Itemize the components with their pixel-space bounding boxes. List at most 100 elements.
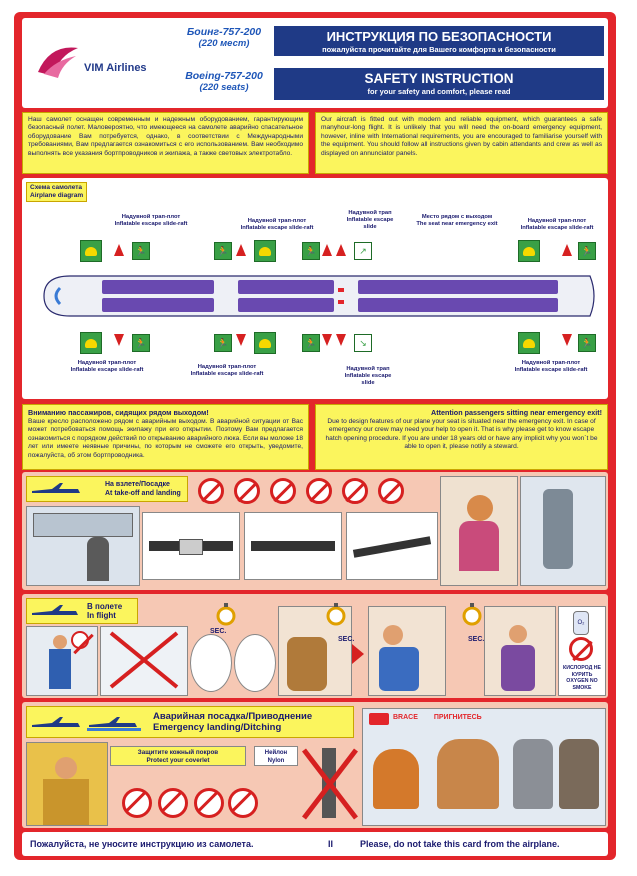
exit-ru-box: Вниманию пассажиров, сидящих рядом выход… xyxy=(22,404,309,470)
diagram-tag: Схема самолета Airplane diagram xyxy=(26,182,88,202)
no-pen-icon xyxy=(194,788,224,818)
no-laptop-icon xyxy=(198,478,224,504)
arrow-up-icon xyxy=(562,244,572,256)
card-header: VIM Airlines Боинг-757-200 (220 мест) Bo… xyxy=(22,18,608,108)
arrow-up-icon xyxy=(236,244,246,256)
child-on-lap-picture xyxy=(440,476,518,586)
airplane-icon xyxy=(32,483,80,493)
card-footer: Пожалуйста, не уносите инструкцию из сам… xyxy=(22,832,608,856)
inflight-label-ru: В полете xyxy=(87,602,123,611)
no-headphones-icon xyxy=(378,478,404,504)
exit-sign-icon: 🏃 xyxy=(132,242,150,260)
landing-label-ru: Аварийная посадка/Приводнение xyxy=(153,711,313,722)
no-camera-icon xyxy=(342,478,368,504)
diagram-tag-ru: Схема самолета xyxy=(30,184,83,191)
no-phone-icon xyxy=(306,478,332,504)
landing-label-en: Emergency landing/Ditching xyxy=(153,722,282,733)
oxygen-no-smoke-sign: O₂ КИСЛОРОД НЕ КУРИТЬ OXYGEN NO SMOKE xyxy=(558,606,606,696)
title-block-ru: ИНСТРУКЦИЯ ПО БЕЗОПАСНОСТИ пожалуйста пр… xyxy=(274,26,604,56)
brace-ru: ПРИГНИТЕСЬ xyxy=(433,714,482,721)
child-mask-picture xyxy=(484,606,556,696)
raft-icon xyxy=(518,240,540,262)
page-number: II xyxy=(328,839,334,849)
oxygen-mask-detail-2 xyxy=(234,634,276,692)
nylon-caption: Нейлон Nylon xyxy=(254,746,298,766)
inflight-label-en: In flight xyxy=(87,611,116,620)
airline-name: VIM Airlines xyxy=(84,62,147,74)
slide-icon: ↗ xyxy=(354,242,372,260)
exit-sign-icon: 🏃 xyxy=(214,242,232,260)
exit-ru-title: Вниманию пассажиров, сидящих рядом выход… xyxy=(28,408,209,417)
raft-icon xyxy=(254,332,276,354)
arrow-down-icon xyxy=(336,334,346,346)
brace-position-picture: BRACE ПРИГНИТЕСЬ xyxy=(362,708,606,826)
stopwatch-icon xyxy=(462,603,482,626)
model-ru: Боинг-757-200 xyxy=(186,26,262,38)
title-block-en: SAFETY INSTRUCTION for your safety and c… xyxy=(274,68,604,100)
no-glasses-icon xyxy=(122,788,152,818)
passenger-standing-picture xyxy=(26,626,98,696)
seatbelt-fasten-picture xyxy=(142,512,240,580)
overhead-bin-picture xyxy=(26,506,140,586)
no-bag-icon xyxy=(234,478,260,504)
coverlet-en: Protect your coverlet xyxy=(146,757,210,764)
arrow-up-icon xyxy=(322,244,332,256)
oxygen-en: OXYGEN NO SMOKE xyxy=(566,678,598,691)
protective-clothing-picture xyxy=(26,742,108,826)
stopwatch-icon xyxy=(326,603,346,626)
oxygen-mask-detail-1 xyxy=(190,634,232,692)
airplane-landing-icon xyxy=(32,717,80,727)
no-jewelry-icon xyxy=(158,788,188,818)
no-luggage-icon xyxy=(270,478,296,504)
exit-en-text: Due to design features of our plane your… xyxy=(325,418,598,451)
no-nylon-icon xyxy=(302,748,358,820)
intro-ru-text: Наш самолет оснащен современным и надежн… xyxy=(28,116,303,157)
adult-mask-picture xyxy=(368,606,446,696)
exit-sign-icon: 🏃 xyxy=(132,334,150,352)
inflight-label-box: В полете In flight xyxy=(26,598,138,624)
arrow-down-icon xyxy=(114,334,124,346)
seatbelt-tighten-picture xyxy=(244,512,342,580)
exit-ru-text: Ваше кресло расположено рядом с аварийны… xyxy=(28,418,303,459)
raft-icon xyxy=(254,240,276,262)
footer-en: Please, do not take this card from the a… xyxy=(360,839,560,849)
no-smoking-icon xyxy=(71,631,89,649)
airplane-icon xyxy=(32,605,78,615)
oxygen-bottle-icon: O₂ xyxy=(573,611,589,635)
takeoff-label-box: На взлете/Посадке At take-off and landin… xyxy=(26,476,188,502)
title-ru: ИНСТРУКЦИЯ ПО БЕЗОПАСНОСТИ xyxy=(326,29,552,44)
takeoff-label-en: At take-off and landing xyxy=(105,490,181,497)
arrow-down-icon xyxy=(562,334,572,346)
exit-sign-icon: 🏃 xyxy=(578,242,596,260)
coverlet-caption: Защитите кожный покров Protect your cove… xyxy=(110,746,246,766)
arrow-down-icon xyxy=(322,334,332,346)
seats-ru: (220 мест) xyxy=(198,38,250,49)
arrow-up-icon xyxy=(114,244,124,256)
seat-upright-picture xyxy=(520,476,606,586)
raft-icon xyxy=(80,240,102,262)
brace-icon xyxy=(369,713,389,725)
intro-ru-box: Наш самолет оснащен современным и надежн… xyxy=(22,112,309,174)
nylon-ru: Нейлон xyxy=(264,750,288,756)
no-smoking-icon xyxy=(569,637,593,661)
next-step-arrow-icon xyxy=(352,644,364,664)
sec-label: SEC. xyxy=(338,636,355,643)
footer-ru: Пожалуйста, не уносите инструкцию из сам… xyxy=(30,839,254,849)
seats-en: (220 seats) xyxy=(199,82,249,93)
arrow-down-icon xyxy=(236,334,246,346)
exit-sign-icon: 🏃 xyxy=(578,334,596,352)
no-high-heels-icon xyxy=(228,788,258,818)
intro-en-text: Our aircraft is fitted out with modern a… xyxy=(321,116,602,157)
airplane-ditching-icon xyxy=(87,717,141,731)
subtitle-en: for your safety and comfort, please read xyxy=(367,87,511,96)
no-smoking-lavatory-picture xyxy=(100,626,188,696)
